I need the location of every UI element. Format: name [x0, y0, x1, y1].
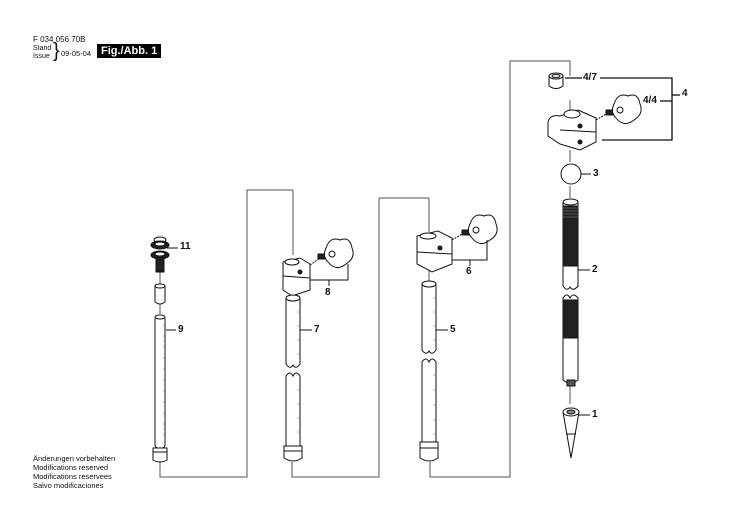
graduated-rod-part-5 [419, 280, 439, 462]
callout-4: 4 [682, 88, 688, 99]
callout-9: 9 [178, 324, 184, 335]
threaded-rod-part-2 [562, 198, 590, 387]
figure-badge: Fig./Abb. 1 [97, 44, 162, 58]
bracket-part-6 [452, 240, 488, 266]
callout-4-4: 4/4 [643, 95, 657, 106]
modifications-notice: Änderungen vorbehalten Modifications res… [33, 454, 115, 490]
callout-7: 7 [314, 324, 320, 335]
clamp-part-6 [416, 214, 498, 273]
sleeve-rod-9 [154, 283, 166, 305]
issue-date: 09-05-04 [61, 49, 92, 58]
bracket-part-4 [565, 77, 680, 141]
notice-line-de: Änderungen vorbehalten [33, 454, 116, 463]
graduated-rod-part-9 [152, 314, 168, 463]
graduated-rod-part-7 [283, 294, 303, 462]
notice-line-es: Salvo modificaciones [33, 481, 104, 490]
screw-washers-part-11 [150, 236, 170, 273]
callout-2: 2 [592, 264, 598, 275]
stand-issue-label: Stand Issue [33, 45, 51, 61]
connector-lines [159, 60, 571, 478]
issue-label: Issue [33, 53, 50, 60]
clamp-assembly-part-4 [547, 94, 642, 151]
callout-leaders [166, 247, 448, 331]
part-number: F 034 056 70B [33, 35, 86, 44]
spike-tip-part-1 [562, 407, 590, 459]
clamp-part-8 [282, 238, 354, 297]
callout-6: 6 [466, 266, 472, 277]
ball-part-3 [560, 163, 591, 185]
callout-3: 3 [593, 168, 599, 179]
callout-8: 8 [325, 287, 331, 298]
stand-label: Stand [33, 45, 52, 52]
notice-line-fr: Modifications reservees [33, 472, 112, 481]
callout-11: 11 [180, 241, 191, 252]
notice-line-en: Modifications reserved [33, 463, 109, 472]
callout-5: 5 [450, 324, 456, 335]
callout-1: 1 [592, 409, 598, 420]
cap-sleeve-part-4-7 [548, 72, 564, 89]
brace-glyph: } [53, 40, 60, 62]
bracket-part-8 [310, 264, 349, 286]
callout-4-7: 4/7 [583, 72, 597, 83]
